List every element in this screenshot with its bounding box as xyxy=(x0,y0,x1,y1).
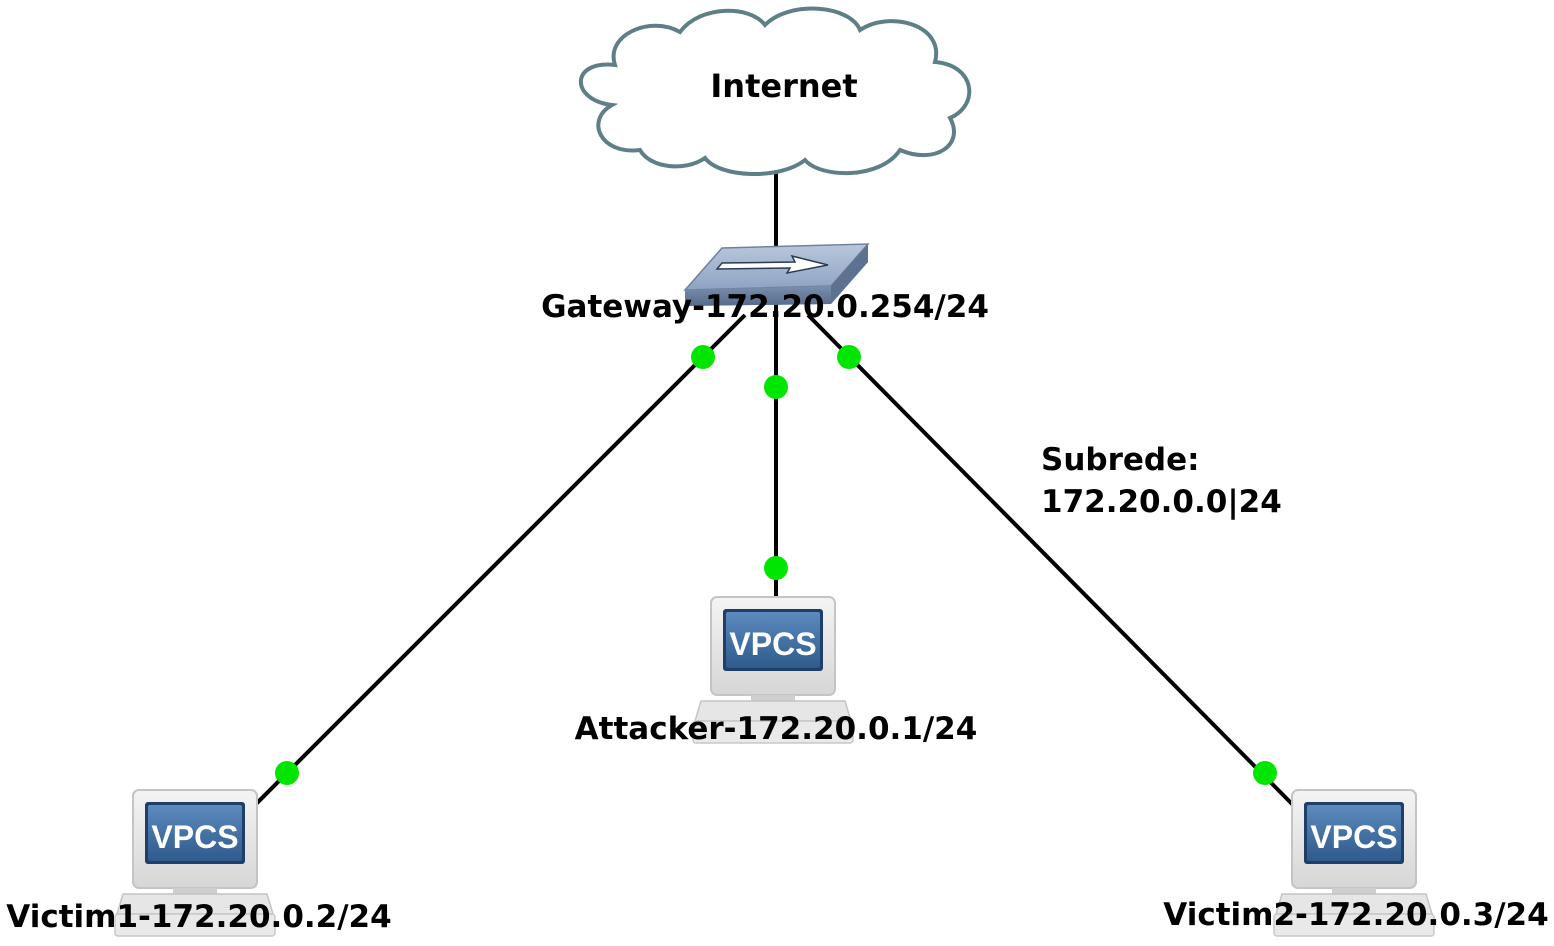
gateway-switch[interactable] xyxy=(683,243,870,306)
status-dot-victim2 xyxy=(1253,761,1277,785)
victim2-host[interactable]: VPCS xyxy=(1273,789,1435,937)
link-status-indicators xyxy=(275,345,1277,785)
cloud-label: Internet xyxy=(710,67,857,105)
attacker-host[interactable]: VPCS xyxy=(692,596,854,744)
attacker-label: Attacker-172.20.0.1/24 xyxy=(575,711,978,747)
link-gateway-victim1[interactable] xyxy=(248,313,747,812)
victim2-vpcs-badge: VPCS xyxy=(1310,819,1397,855)
status-dot-gateway-victim2 xyxy=(837,345,861,369)
link-gateway-victim2[interactable] xyxy=(806,313,1300,812)
victim1-host[interactable]: VPCS xyxy=(114,789,276,937)
status-dot-attacker xyxy=(764,556,788,580)
attacker-vpcs-badge: VPCS xyxy=(729,626,816,662)
subnet-annotation: Subrede: 172.20.0.0|24 xyxy=(1041,442,1282,520)
cloud-icon xyxy=(578,6,972,177)
victim1-vpcs-badge: VPCS xyxy=(151,819,238,855)
status-dot-gateway-attacker xyxy=(764,375,788,399)
status-dot-victim1 xyxy=(275,761,299,785)
victim2-label: Victim2-172.20.0.3/24 xyxy=(1163,897,1548,933)
subnet-value: 172.20.0.0|24 xyxy=(1041,484,1282,520)
subnet-title: Subrede: xyxy=(1041,442,1200,478)
internet-cloud[interactable]: Internet xyxy=(578,6,972,177)
gateway-label: Gateway-172.20.0.254/24 xyxy=(541,289,989,325)
switch-icon xyxy=(683,243,870,306)
links xyxy=(248,170,1300,812)
victim1-label: Victim1-172.20.0.2/24 xyxy=(6,899,391,935)
status-dot-gateway-victim1 xyxy=(691,345,715,369)
